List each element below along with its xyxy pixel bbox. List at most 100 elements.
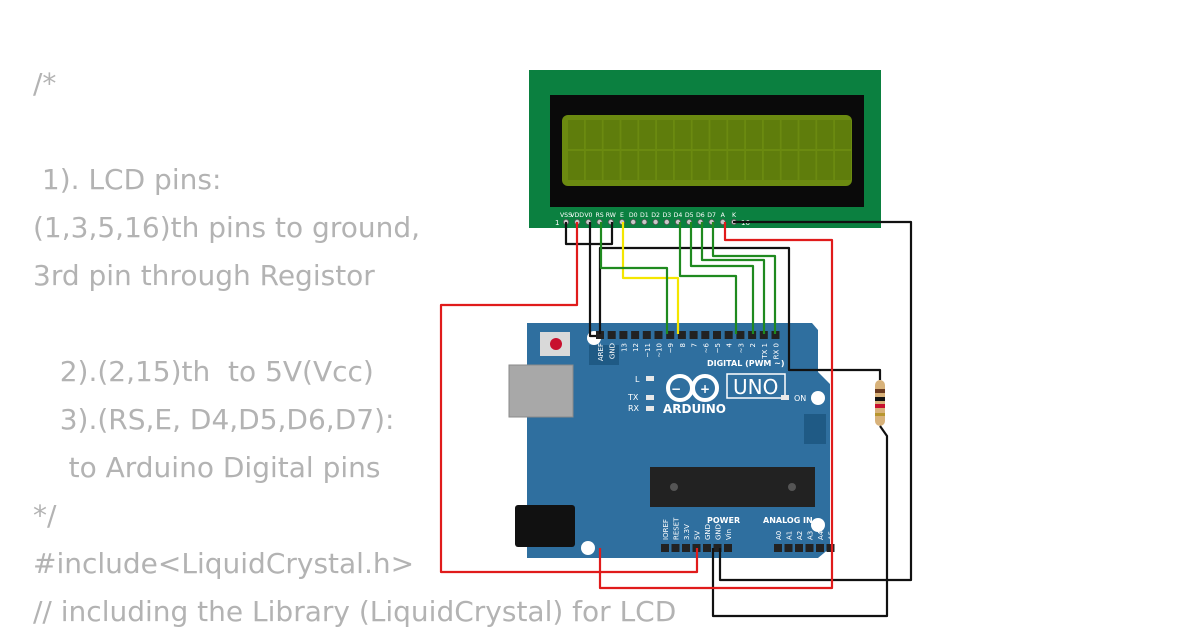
lcd-pin-label: D4 [674, 212, 683, 219]
header-pin [654, 331, 663, 339]
header-pin [724, 544, 732, 552]
resistor-band [875, 413, 885, 416]
lcd-character-cell [728, 151, 745, 180]
lcd-character-cell [746, 120, 762, 149]
mounting-hole [581, 541, 595, 555]
lcd-character-cell [799, 120, 816, 149]
analog-header-label: ANALOG IN [763, 516, 813, 525]
wire-gnd-to-resistor [711, 425, 889, 618]
code-line: #include<LiquidCrystal.h> [33, 547, 415, 580]
lcd-character-cell [763, 151, 780, 180]
lcd-pin-label: V0 [584, 212, 592, 219]
digital-pin-label: 4 [726, 342, 734, 347]
power-pin-label: RESET [673, 517, 681, 540]
code-line: /* [33, 67, 57, 100]
power-header-label: POWER [707, 516, 740, 525]
lcd-pin [630, 218, 637, 225]
lcd-character-cell [710, 120, 727, 149]
lcd-pin-label: RS [595, 212, 603, 219]
arduino-uno-board: − + ARDUINO UNO ON L TX RX DIGITAL (PWM … [508, 323, 836, 558]
icsp-header [589, 345, 619, 365]
digital-header-label: DIGITAL (PWM ~) [707, 359, 785, 368]
power-jack [515, 505, 575, 547]
digital-pin-label: ~6 [702, 342, 710, 353]
mounting-hole [811, 391, 825, 405]
logo-infinity-right-icon [691, 374, 719, 402]
lcd-pin-label: VDD [570, 212, 584, 219]
code-line: */ [33, 499, 57, 532]
header-pin [642, 331, 651, 339]
header-pin [795, 544, 803, 552]
power-pin-label: GND [715, 524, 723, 540]
lcd-character-cell [585, 151, 602, 180]
header-pin [701, 331, 710, 339]
header-pin [631, 331, 640, 339]
wire-5v-to-lcd-vdd [439, 222, 699, 574]
reset-button[interactable] [550, 338, 562, 350]
lcd-character-cell [835, 151, 851, 180]
wire-lcd-d6-to-pin-3 [700, 222, 766, 334]
lcd-character-cell [817, 151, 834, 180]
lcd-character-cell [603, 151, 620, 180]
tx-led [646, 395, 654, 400]
lcd-character-cell [657, 151, 673, 180]
code-line: // including the Library (LiquidCrystal)… [33, 595, 677, 628]
code-line: 3).(RS,E, D4,D5,D6,D7): [33, 403, 395, 436]
lcd-pin-label: D1 [640, 212, 649, 219]
lcd-character-grid [568, 120, 851, 180]
usb-connector [508, 364, 574, 418]
power-pin-label: GND [704, 524, 712, 540]
wire-5v-to-lcd-a [598, 222, 834, 590]
power-pin-label: 3.3V [683, 524, 691, 540]
rx-led [646, 406, 654, 411]
code-line: (1,3,5,16)th pins to ground, [33, 211, 421, 244]
lcd-character-cell [817, 120, 834, 149]
header-pin [671, 544, 680, 552]
lcd-pin-label: D7 [707, 212, 716, 219]
l-led-label: L [635, 375, 640, 384]
lcd-pin-label: RW [606, 212, 616, 219]
header-pin [619, 331, 628, 339]
digital-pin-label: TX 1 [761, 343, 769, 360]
uno-model-text: UNO [733, 375, 778, 399]
lcd-character-cell [639, 120, 656, 149]
lcd-character-cell [674, 120, 691, 149]
header-pin [713, 331, 721, 339]
lcd-pin [641, 218, 648, 225]
code-line: to Arduino Digital pins [33, 451, 381, 484]
power-pin-label: IOREF [662, 519, 670, 540]
lcd-character-cell [674, 151, 691, 180]
logo-minus-icon: − [671, 382, 681, 396]
wire-lcd-rs-to-pin-12 [599, 222, 669, 334]
lcd-character-cell [781, 120, 798, 149]
lcd-pin-label: E [620, 212, 624, 219]
digital-pin-label: AREF [597, 343, 605, 361]
wire-lcd-e-to-pin-11 [621, 222, 680, 334]
digital-pin-label: 8 [679, 343, 687, 347]
lcd-pin [663, 218, 670, 225]
wire-lcd-d7-to-pin-2 [711, 222, 777, 334]
lcd-character-cell [568, 151, 584, 180]
header-pin [736, 331, 745, 339]
logo-plus-icon: + [700, 382, 710, 396]
digital-pin-label: RX 0 [773, 343, 781, 359]
lcd-character-cell [621, 151, 638, 180]
header-pin [748, 331, 757, 339]
lcd-pin [652, 218, 659, 225]
chip-dot [788, 483, 796, 491]
wire-v0-to-ground [588, 222, 596, 338]
lcd-character-cell [710, 151, 727, 180]
header-pin [816, 544, 824, 552]
header-pin [689, 331, 698, 339]
header-pin [759, 331, 768, 339]
header-pin [607, 331, 616, 339]
arduino-logo-text: ARDUINO [663, 402, 726, 416]
lcd-pin-label: D5 [685, 212, 694, 219]
header-pin [774, 544, 782, 552]
lcd-pin-label: VSS [560, 212, 572, 219]
